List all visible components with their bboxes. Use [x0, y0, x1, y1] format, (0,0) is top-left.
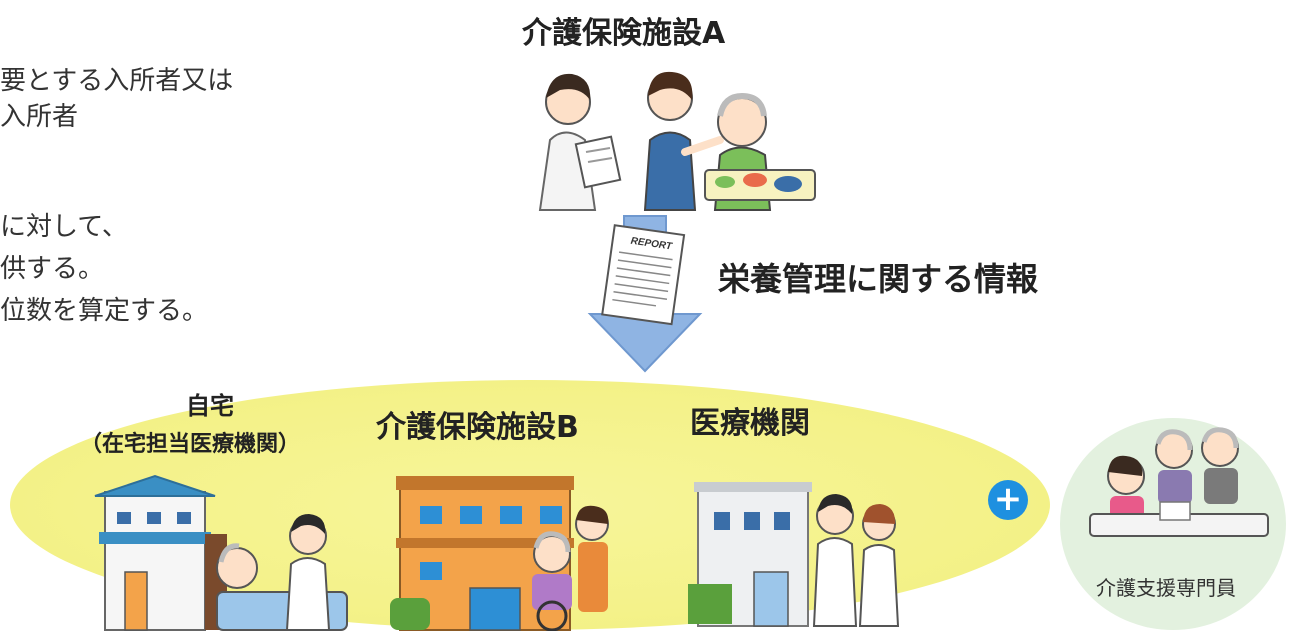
consultation-desk	[1089, 501, 1269, 537]
report-document-icon: REPORT	[601, 224, 686, 326]
left-text-line-3: に対して、	[0, 212, 128, 242]
facility-a-illustration	[538, 71, 816, 211]
home-title: 自宅	[186, 392, 234, 420]
left-text-line-1: 要とする入所者又は	[0, 66, 234, 96]
home-doctor-figure	[285, 514, 331, 631]
facility-b-illustration	[390, 476, 609, 631]
doctor-with-clipboard-figure	[538, 73, 622, 211]
caregiver-figure	[643, 71, 724, 211]
home-illustration	[94, 474, 348, 631]
left-text-line-4: 供する。	[0, 254, 105, 284]
care-manager-illustration	[1089, 427, 1269, 537]
nurse-figure	[858, 504, 900, 627]
elderly-couple-figure	[1155, 427, 1239, 504]
facility-b-caregiver-figure	[575, 505, 609, 612]
hospital-title: 医療機関	[690, 406, 810, 441]
hospital-building-icon	[688, 482, 812, 627]
left-text-line-2: 入所者	[0, 102, 79, 132]
house-icon	[94, 474, 216, 631]
left-text-line-5: 位数を算定する。	[0, 296, 209, 326]
report-caption: 栄養管理に関する情報	[718, 260, 1039, 298]
facility-b-title: 介護保険施設B	[376, 410, 579, 445]
hospital-doctor-figure	[812, 494, 858, 627]
home-subtitle: （在宅担当医療機関）	[80, 432, 301, 457]
hospital-illustration	[688, 482, 900, 627]
care-manager-label: 介護支援専門員	[1096, 576, 1236, 600]
facility-a-title: 介護保険施設A	[522, 16, 726, 51]
meal-tray	[704, 169, 816, 201]
plus-icon: +	[988, 480, 1028, 520]
wheelchair-user-figure	[532, 531, 572, 631]
